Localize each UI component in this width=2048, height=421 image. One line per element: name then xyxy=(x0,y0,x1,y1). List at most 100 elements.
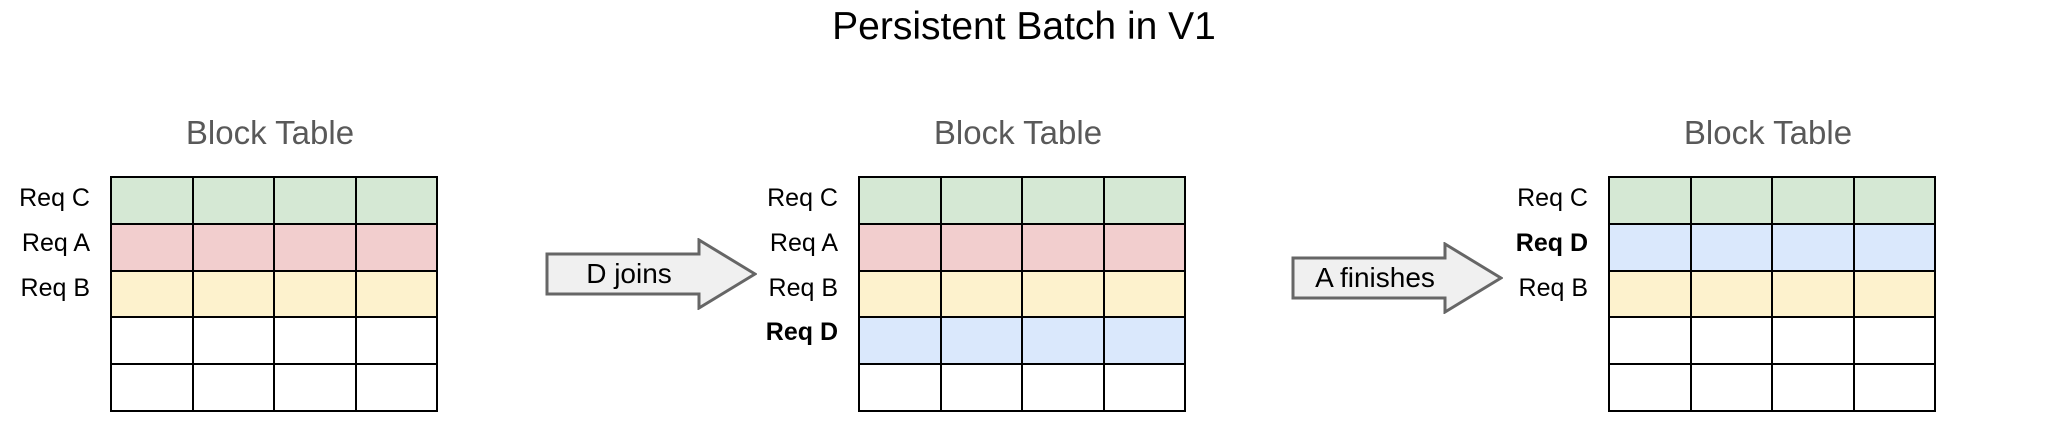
transition-arrow-a-finishes: A finishes xyxy=(1291,242,1503,314)
arrow-right-icon xyxy=(545,238,757,310)
block-table-grid-3 xyxy=(1608,176,1936,412)
table-row xyxy=(1608,176,1936,225)
block-cell xyxy=(191,316,275,366)
block-cell xyxy=(1608,269,1692,319)
row-label: Req C xyxy=(19,184,90,212)
row-label xyxy=(0,355,100,400)
block-cell xyxy=(1102,269,1186,319)
panel-title: Block Table xyxy=(933,114,1103,151)
block-cell xyxy=(191,222,275,272)
table-row xyxy=(110,176,438,225)
block-cell xyxy=(1852,269,1936,319)
row-label: Req C xyxy=(1517,184,1588,212)
block-cell xyxy=(1771,269,1855,319)
block-cell xyxy=(191,269,275,319)
block-cell xyxy=(858,269,942,319)
table-row xyxy=(858,316,1186,366)
block-cell xyxy=(273,316,357,366)
page-title: Persistent Batch in V1 xyxy=(832,5,1216,48)
row-label xyxy=(748,355,848,400)
row-label: Req A xyxy=(769,228,838,257)
block-cell xyxy=(354,176,438,225)
block-cell xyxy=(354,269,438,319)
row-label: Req B xyxy=(768,273,838,302)
block-cell xyxy=(939,269,1023,319)
row-label: Req D xyxy=(1515,228,1588,257)
block-cell xyxy=(1021,222,1105,272)
block-cell xyxy=(939,316,1023,366)
table-row xyxy=(858,269,1186,319)
row-label xyxy=(1498,355,1598,400)
block-cell xyxy=(1771,363,1855,412)
table-row xyxy=(110,363,438,412)
block-cell xyxy=(354,316,438,366)
block-cell xyxy=(191,363,275,412)
block-cell xyxy=(858,316,942,366)
block-cell xyxy=(1608,222,1692,272)
row-label-list-1: Req C Req A Req B xyxy=(0,176,100,400)
arrow-right-icon xyxy=(1291,242,1503,314)
row-label: Req B xyxy=(20,273,90,302)
block-cell xyxy=(110,176,194,225)
block-cell xyxy=(110,222,194,272)
block-cell xyxy=(1689,363,1773,412)
block-cell xyxy=(273,269,357,319)
block-table-2 xyxy=(858,176,1186,412)
block-cell xyxy=(273,176,357,225)
block-cell xyxy=(1771,316,1855,366)
block-cell xyxy=(858,176,942,225)
panel-title: Block Table xyxy=(185,114,355,151)
block-cell xyxy=(1771,176,1855,225)
block-cell xyxy=(858,222,942,272)
block-cell xyxy=(273,222,357,272)
block-cell xyxy=(1852,176,1936,225)
block-cell xyxy=(1852,363,1936,412)
table-row xyxy=(110,269,438,319)
block-cell xyxy=(1021,176,1105,225)
block-cell xyxy=(354,222,438,272)
table-row xyxy=(1608,316,1936,366)
block-cell xyxy=(939,363,1023,412)
arrow-label: D joins xyxy=(586,258,672,289)
block-cell xyxy=(1852,316,1936,366)
row-label xyxy=(1498,310,1598,355)
block-cell xyxy=(1608,316,1692,366)
block-cell xyxy=(1102,363,1186,412)
block-cell xyxy=(1021,363,1105,412)
block-cell xyxy=(939,222,1023,272)
block-table-3 xyxy=(1608,176,1936,412)
table-row xyxy=(110,222,438,272)
row-label: Req C xyxy=(767,184,838,212)
block-cell xyxy=(1021,269,1105,319)
block-cell xyxy=(1102,222,1186,272)
table-row xyxy=(858,176,1186,225)
block-cell xyxy=(1102,176,1186,225)
block-cell xyxy=(858,363,942,412)
table-row xyxy=(110,316,438,366)
block-cell xyxy=(110,363,194,412)
block-cell xyxy=(1021,316,1105,366)
block-table-grid-1 xyxy=(110,176,438,412)
table-row xyxy=(1608,269,1936,319)
row-label xyxy=(0,310,100,355)
block-cell xyxy=(1689,222,1773,272)
block-cell xyxy=(1608,363,1692,412)
block-table-panel-3: Block Table Req C Req D Req B xyxy=(1498,0,1938,421)
block-cell xyxy=(1771,222,1855,272)
panel-title: Block Table xyxy=(1683,114,1853,151)
row-label-list-3: Req C Req D Req B xyxy=(1498,176,1598,400)
block-cell xyxy=(1689,176,1773,225)
block-cell xyxy=(1689,269,1773,319)
block-cell xyxy=(1102,316,1186,366)
row-label: Req A xyxy=(21,228,90,257)
arrow-label: A finishes xyxy=(1315,262,1435,293)
row-label: Req B xyxy=(1518,273,1588,302)
table-row xyxy=(1608,222,1936,272)
block-table-panel-1: Block Table Req C Req A Req B xyxy=(0,0,440,421)
table-row xyxy=(1608,363,1936,412)
block-cell xyxy=(1689,316,1773,366)
block-cell xyxy=(1852,222,1936,272)
block-cell xyxy=(354,363,438,412)
